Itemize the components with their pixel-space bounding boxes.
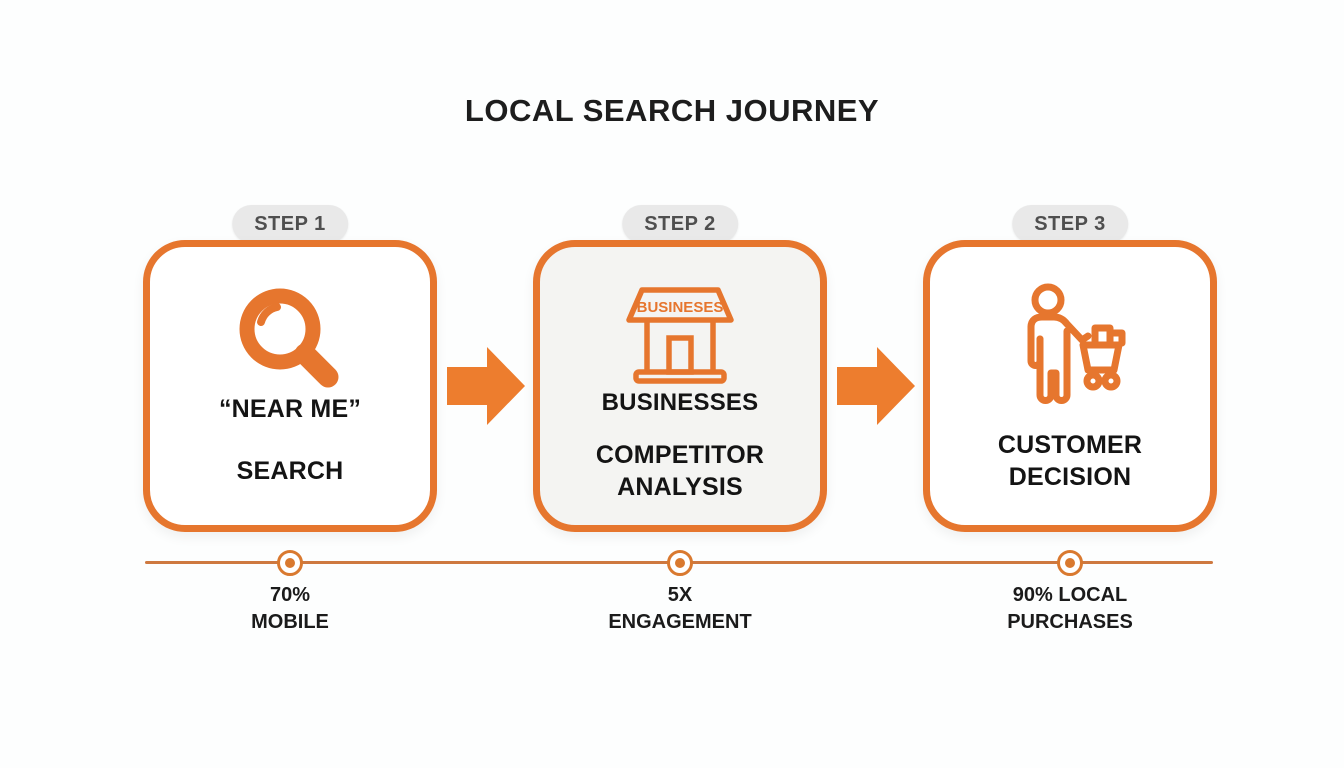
step-1-label-primary: “NEAR ME” <box>218 395 362 423</box>
step-2-label-secondary: COMPETITOR ANALYSIS <box>595 441 765 501</box>
step-1-badge: STEP 1 <box>232 205 348 243</box>
person-cart-icon <box>998 283 1142 426</box>
timeline-dot-3 <box>1057 550 1083 576</box>
storefront-sign-text: BUSINESES <box>637 299 724 316</box>
step-3-badge: STEP 3 <box>1012 205 1128 243</box>
milestone-2-value: 5X <box>667 584 693 606</box>
step-3-label: CUSTOMER DECISION <box>997 431 1143 491</box>
arrow-right-icon <box>837 347 915 425</box>
page-title: LOCAL SEARCH JOURNEY <box>464 93 880 128</box>
step-3-card: CUSTOMER DECISION <box>923 240 1217 532</box>
timeline-dot-1 <box>277 550 303 576</box>
milestone-3-value: 90% LOCAL <box>1012 584 1128 606</box>
storefront-icon: BUSINESES <box>617 285 743 394</box>
magnifier-icon <box>227 281 353 408</box>
timeline-dot-2 <box>667 550 693 576</box>
arrow-right-icon <box>447 347 525 425</box>
step-1-card: “NEAR ME” SEARCH <box>143 240 437 532</box>
milestone-stat-2: 5X ENGAGEMENT <box>530 582 830 636</box>
step-1-label-secondary: SEARCH <box>236 457 344 485</box>
milestone-stat-1: 70% MOBILE <box>140 582 440 636</box>
step-2-card: BUSINESES BUSINESSES COMPETITOR ANALYSIS <box>533 240 827 532</box>
milestone-stat-3: 90% LOCAL PURCHASES <box>920 582 1220 636</box>
milestone-3-label: PURCHASES <box>1007 611 1133 633</box>
milestone-1-label: MOBILE <box>251 611 329 633</box>
step-2-label-primary: BUSINESSES <box>601 389 759 416</box>
step-2-badge: STEP 2 <box>622 205 738 243</box>
milestone-1-value: 70% <box>269 584 311 606</box>
milestone-2-label: ENGAGEMENT <box>608 611 752 633</box>
